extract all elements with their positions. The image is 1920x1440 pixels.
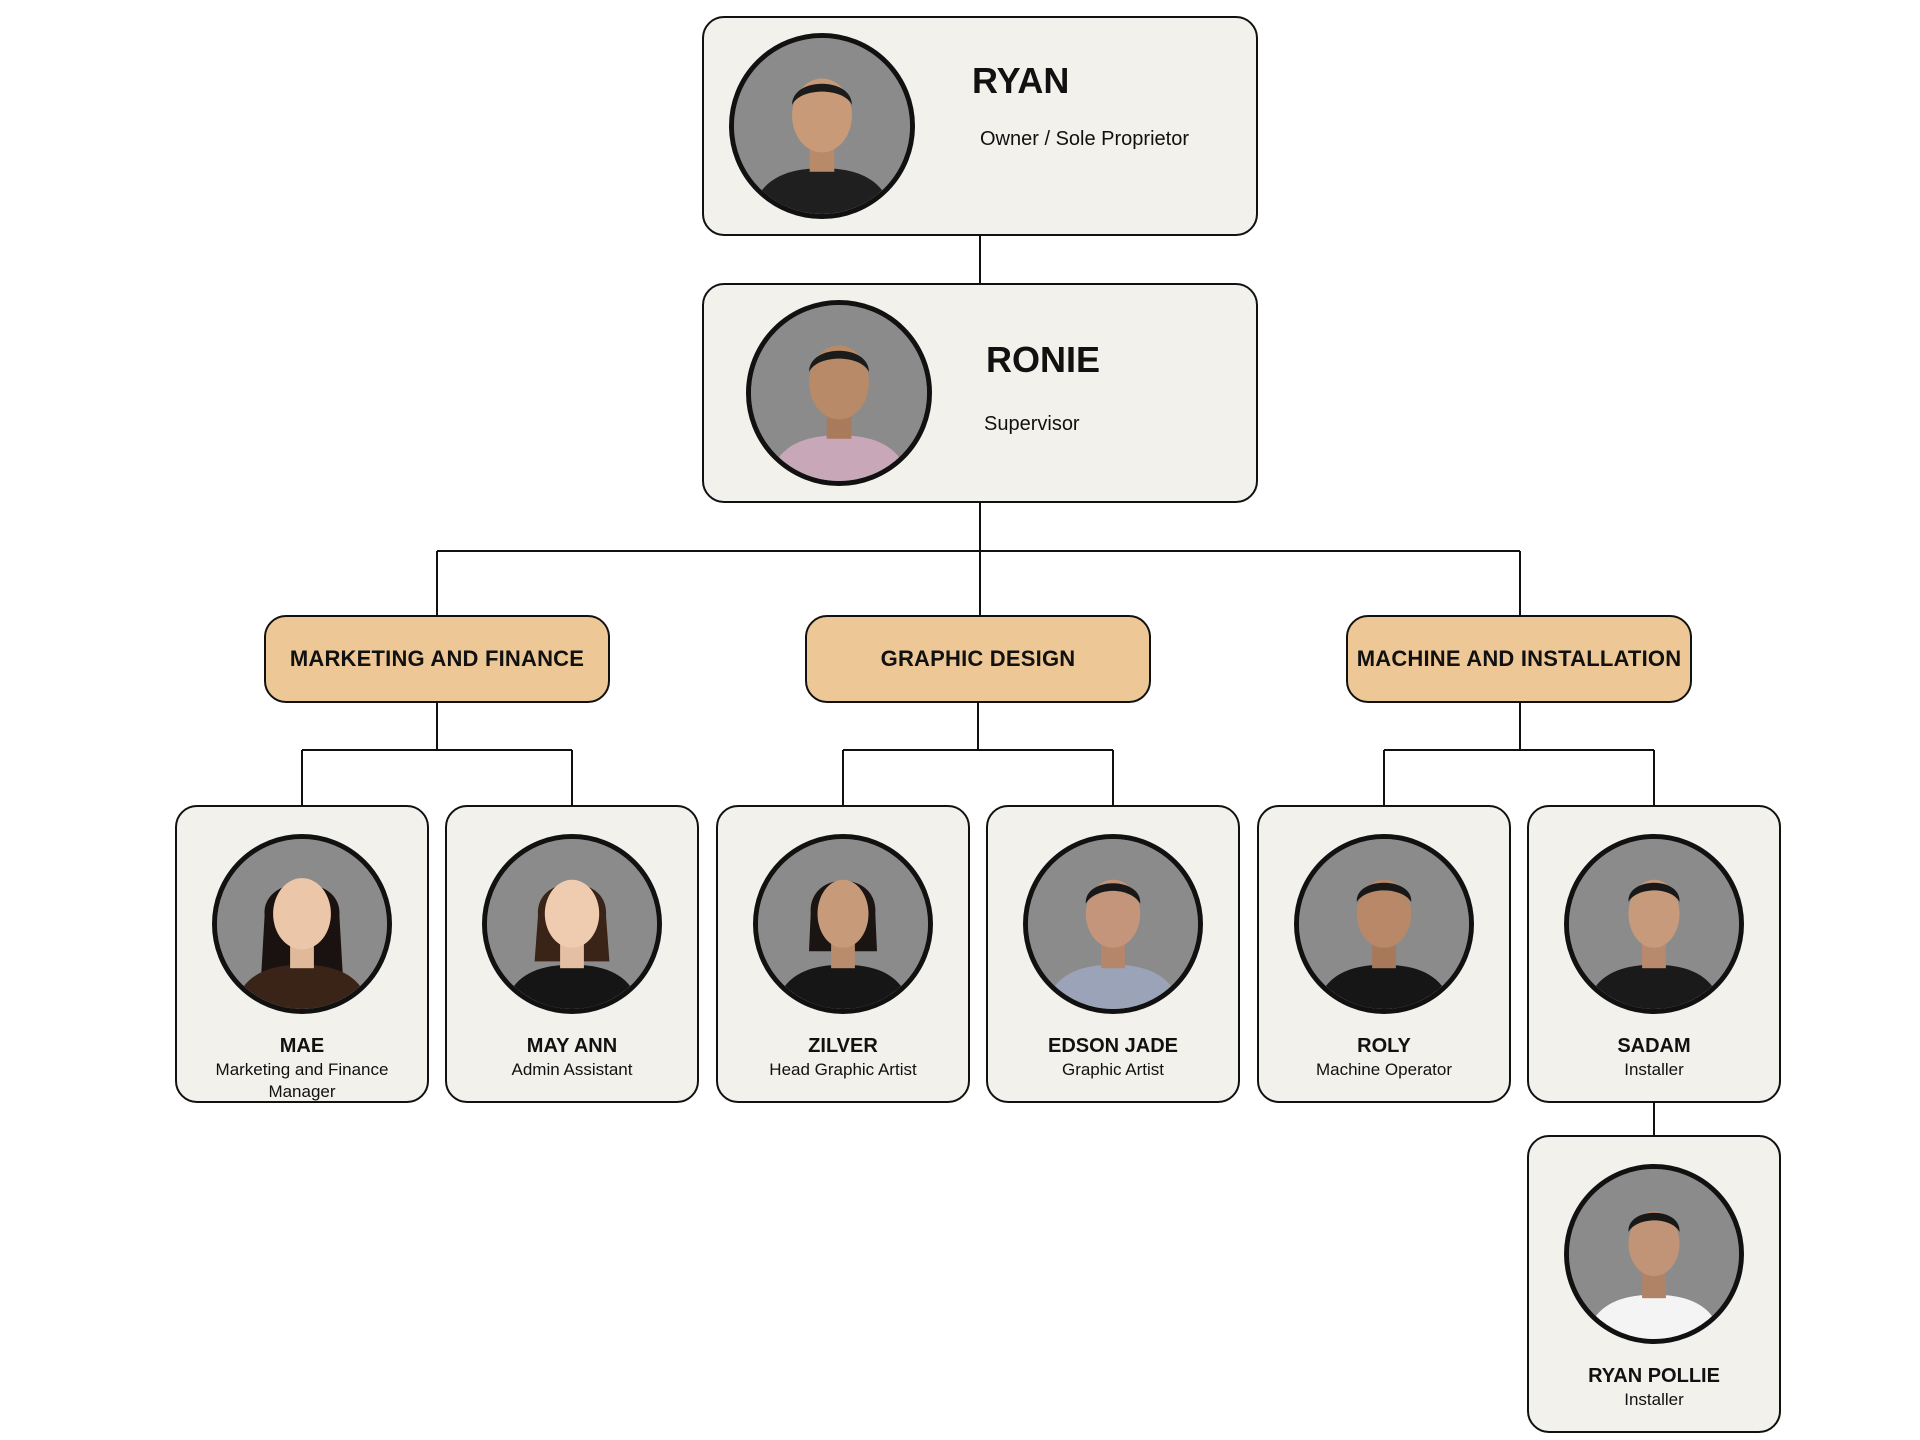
- member-photo: [1564, 1164, 1744, 1344]
- member-card-may-ann: MAY ANN Admin Assistant: [445, 805, 699, 1103]
- supervisor-name: RONIE: [986, 339, 1101, 380]
- person-silhouette-icon: [487, 839, 657, 1009]
- supervisor-card: RONIE Supervisor: [702, 283, 1258, 503]
- member-role: Machine Operator: [1315, 1060, 1453, 1079]
- dept-machine-and-installation: MACHINE AND INSTALLATION: [1346, 615, 1692, 703]
- member-photo: [1564, 834, 1744, 1014]
- member-name: RYAN POLLIE: [1588, 1365, 1720, 1387]
- member-card-zilver: ZILVER Head Graphic Artist: [716, 805, 970, 1103]
- member-card-sadam: SADAM Installer: [1527, 805, 1781, 1103]
- person-silhouette-icon: [751, 305, 927, 481]
- member-name: ZILVER: [808, 1035, 878, 1057]
- dept-marketing-and-finance: MARKETING AND FINANCE: [264, 615, 610, 703]
- member-photo: [482, 834, 662, 1014]
- person-silhouette-icon: [1028, 839, 1198, 1009]
- owner-photo: [729, 33, 915, 219]
- member-role: Graphic Artist: [1061, 1060, 1165, 1079]
- member-name: MAE: [279, 1035, 325, 1057]
- member-card-edson-jade: EDSON JADE Graphic Artist: [986, 805, 1240, 1103]
- person-silhouette-icon: [217, 839, 387, 1009]
- member-name: EDSON JADE: [1047, 1035, 1179, 1057]
- member-name: SADAM: [1617, 1035, 1691, 1057]
- dept-graphic-design: GRAPHIC DESIGN: [805, 615, 1151, 703]
- member-role: Admin Assistant: [511, 1060, 633, 1079]
- person-silhouette-icon: [1299, 839, 1469, 1009]
- member-name: ROLY: [1357, 1035, 1411, 1057]
- member-role: Marketing and Finance Manager: [215, 1060, 389, 1101]
- member-photo: [753, 834, 933, 1014]
- member-photo: [212, 834, 392, 1014]
- person-silhouette-icon: [1569, 839, 1739, 1009]
- supervisor-role: Supervisor: [984, 413, 1080, 435]
- owner-card: RYAN Owner / Sole Proprietor: [702, 16, 1258, 236]
- member-photo: [1023, 834, 1203, 1014]
- owner-name: RYAN: [972, 60, 1070, 101]
- member-photo: [1294, 834, 1474, 1014]
- owner-role: Owner / Sole Proprietor: [980, 128, 1189, 150]
- member-card-mae: MAE Marketing and Finance Manager: [175, 805, 429, 1103]
- member-role: Head Graphic Artist: [769, 1060, 917, 1079]
- supervisor-photo: [746, 300, 932, 486]
- member-card-roly: ROLY Machine Operator: [1257, 805, 1511, 1103]
- person-silhouette-icon: [1569, 1169, 1739, 1339]
- member-card-ryan-pollie: RYAN POLLIE Installer: [1527, 1135, 1781, 1433]
- person-silhouette-icon: [734, 38, 910, 214]
- person-silhouette-icon: [758, 839, 928, 1009]
- member-name: MAY ANN: [526, 1035, 618, 1057]
- member-role: Installer: [1624, 1060, 1684, 1079]
- member-role: Installer: [1624, 1390, 1684, 1409]
